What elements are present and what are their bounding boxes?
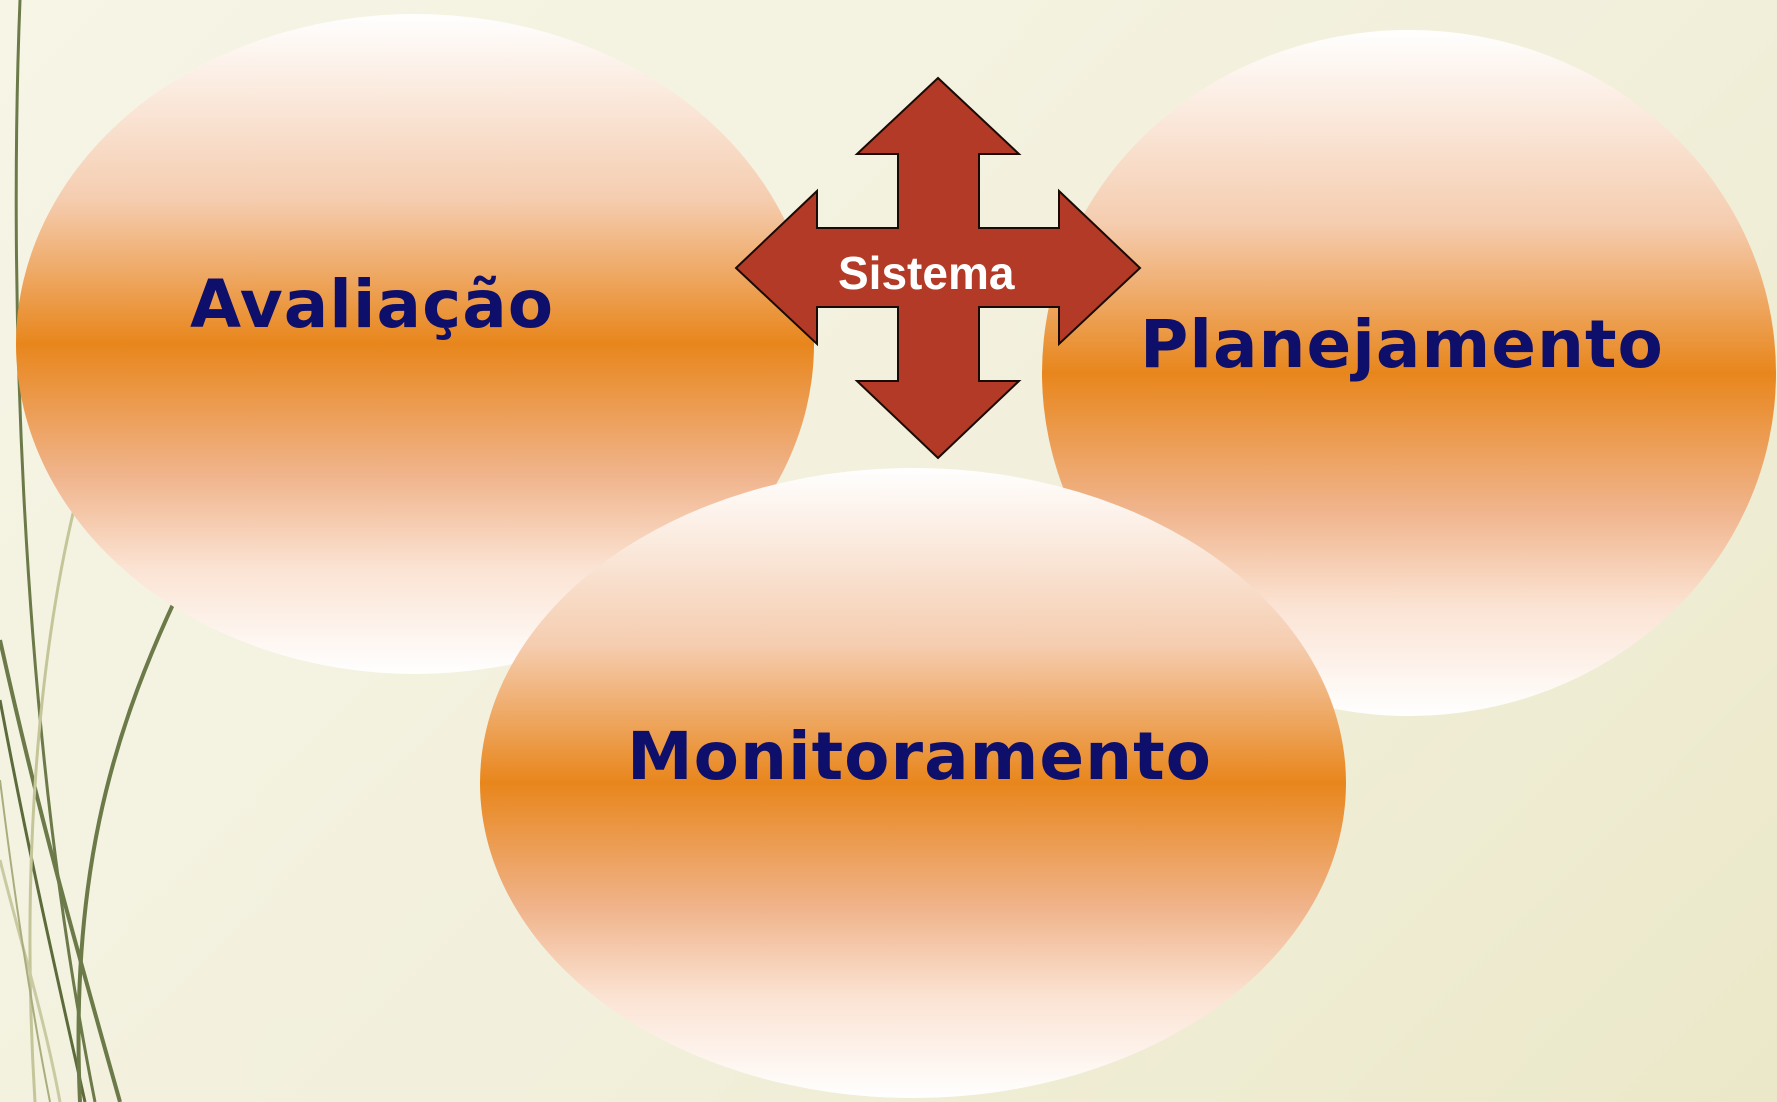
- grass-blade: [76, 599, 177, 1102]
- grass-blade: [0, 779, 51, 1102]
- planejamento-label: Planejamento: [1140, 306, 1664, 383]
- grass-blade: [14, 0, 97, 1102]
- grass-blade: [28, 504, 77, 1102]
- grass-blade: [0, 859, 62, 1102]
- monitoramento-ellipse: [480, 468, 1346, 1098]
- sistema-label: Sistema: [838, 247, 1015, 299]
- grass-blade: [0, 699, 87, 1102]
- avaliacao-label: Avaliação: [190, 266, 555, 343]
- grass-blade: [0, 639, 122, 1102]
- arrow-body: [734, 76, 1142, 460]
- monitoramento-label: Monitoramento: [627, 718, 1213, 795]
